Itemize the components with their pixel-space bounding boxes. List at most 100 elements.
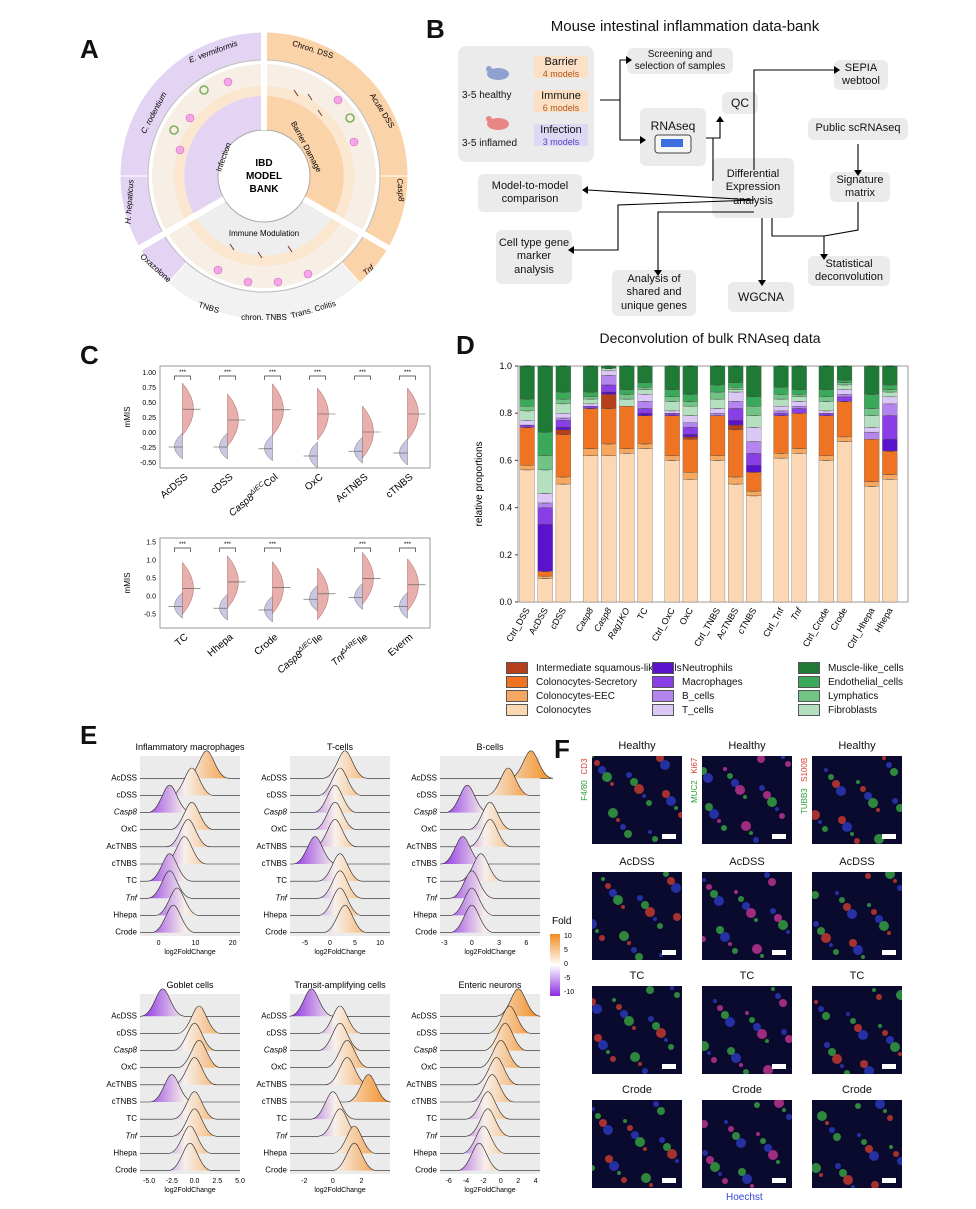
bar-segment (601, 375, 617, 386)
micro-image (812, 1100, 902, 1188)
ridge-row-label: Casp8 (414, 808, 438, 817)
ridge-row-label: TC (426, 1114, 437, 1123)
bar-segment (709, 408, 726, 414)
bar-segment (882, 391, 898, 397)
stain-green: F4/80 (580, 780, 589, 801)
ridge-xtick: 2 (516, 1178, 520, 1185)
bar-segment (864, 439, 880, 482)
micro-image (592, 986, 682, 1074)
ridge-row-label: AcTNBS (256, 842, 287, 851)
bar-segment (836, 394, 853, 397)
label-h-hepaticus: H. hepaticus (123, 179, 135, 224)
violin-ylabel: mMIS (123, 407, 132, 428)
ridge-xtick: 3 (497, 940, 501, 947)
bar-segment (746, 472, 762, 492)
violin-ytick: 1.00 (142, 370, 156, 377)
dea-box: Differential Expression analysis (712, 158, 794, 218)
bar-segment (682, 434, 698, 437)
ridge-density (140, 801, 240, 831)
ridge-row-label: Crode (265, 928, 287, 937)
ridge-density (440, 1005, 540, 1034)
bar-segment (637, 382, 653, 388)
legend-swatch (506, 690, 528, 702)
ridge-density (440, 1125, 540, 1154)
micro-image-art (702, 872, 790, 958)
bar-segment (818, 401, 834, 411)
ridge-row-label: OxC (421, 825, 437, 834)
bar-segment (728, 429, 744, 478)
violin-category-label: Hhepa (206, 632, 236, 660)
bar-segment (555, 434, 571, 478)
violin-category-label: AcDSS (159, 472, 191, 501)
bar-category-label: Ctrl_DSS (504, 606, 531, 643)
significance-bracket (399, 547, 416, 552)
micro-row-title: Crode (622, 1084, 652, 1096)
legend-swatch (506, 704, 528, 716)
bar-segment (882, 384, 898, 390)
micro-row-title: TC (849, 970, 865, 982)
bar-segment (664, 460, 680, 603)
bar-segment (637, 387, 653, 390)
violin-category-label: TC (173, 632, 190, 649)
legend-swatch (506, 676, 528, 688)
legend-swatch (506, 662, 528, 674)
bar-category-label: OxC (677, 606, 695, 627)
ridge-row-label: Tnf (125, 1131, 137, 1140)
ridge-density (140, 819, 240, 848)
bar-segment (709, 391, 726, 400)
violin-ytick: 0.00 (142, 430, 156, 437)
legend-swatch (652, 690, 674, 702)
ridge-row-label: Casp8 (264, 1046, 288, 1055)
ridge-density (140, 904, 240, 933)
ridge-row-label: OxC (271, 1063, 287, 1072)
bar-segment (728, 483, 744, 603)
ridge-xtick: 20 (229, 940, 237, 947)
ridge-row-label: Tnf (125, 893, 137, 902)
bar-segment (619, 405, 635, 449)
ridge-xlabel: log2FoldChange (464, 949, 515, 956)
ridge-density (440, 853, 540, 882)
bar-segment (537, 455, 553, 470)
bar-segment (537, 507, 553, 525)
ridge-xtick: -5 (302, 940, 308, 947)
bar-ylabel: relative proportions (474, 441, 485, 526)
bar-segment (582, 408, 599, 449)
bar-segment (555, 417, 571, 421)
violin-category-label: OxC (303, 472, 325, 493)
bar-segment (619, 398, 635, 407)
ridge-row-label: cDSS (117, 790, 137, 799)
ridge-xtick: -2.5 (166, 1178, 178, 1185)
bar-category-label: Ctrl_TNBS (692, 606, 722, 648)
qc-box: QC (722, 92, 758, 114)
micro-row-title: Healthy (618, 740, 656, 752)
bar-segment (836, 384, 853, 390)
ridge-row-label: cDSS (117, 1028, 137, 1037)
ridge-row-label: Crode (415, 1166, 437, 1175)
bar-segment (519, 464, 535, 470)
legend-item: Intermediate squamous-like cells (506, 662, 682, 674)
violin-ylabel: mMIS (123, 573, 132, 594)
panel-d-letter: D (456, 330, 475, 360)
ridge-xtick: 10 (376, 940, 384, 947)
bar-segment (746, 365, 762, 397)
violin-ytick: 0.75 (142, 385, 156, 392)
ridge-row-label: cTNBS (112, 859, 137, 868)
bar-segment (836, 401, 853, 437)
bar-segment (682, 401, 698, 407)
bar-segment (637, 413, 653, 416)
bar-segment (664, 415, 680, 456)
bar-segment (864, 486, 880, 603)
ridge-xtick: 0 (328, 940, 332, 947)
ridge-row-label: AcDSS (111, 773, 137, 782)
micro-image-art (702, 1100, 792, 1188)
micro-image-art (812, 1100, 902, 1188)
bar-segment (882, 474, 898, 480)
bar-segment (537, 431, 553, 456)
violin-ytick: 1.5 (146, 540, 156, 547)
bar-segment (864, 408, 880, 416)
significance-stars: *** (404, 370, 412, 376)
wgcna-box: WGCNA (728, 282, 794, 312)
stain-label: TUBB3 S100B (800, 758, 809, 814)
